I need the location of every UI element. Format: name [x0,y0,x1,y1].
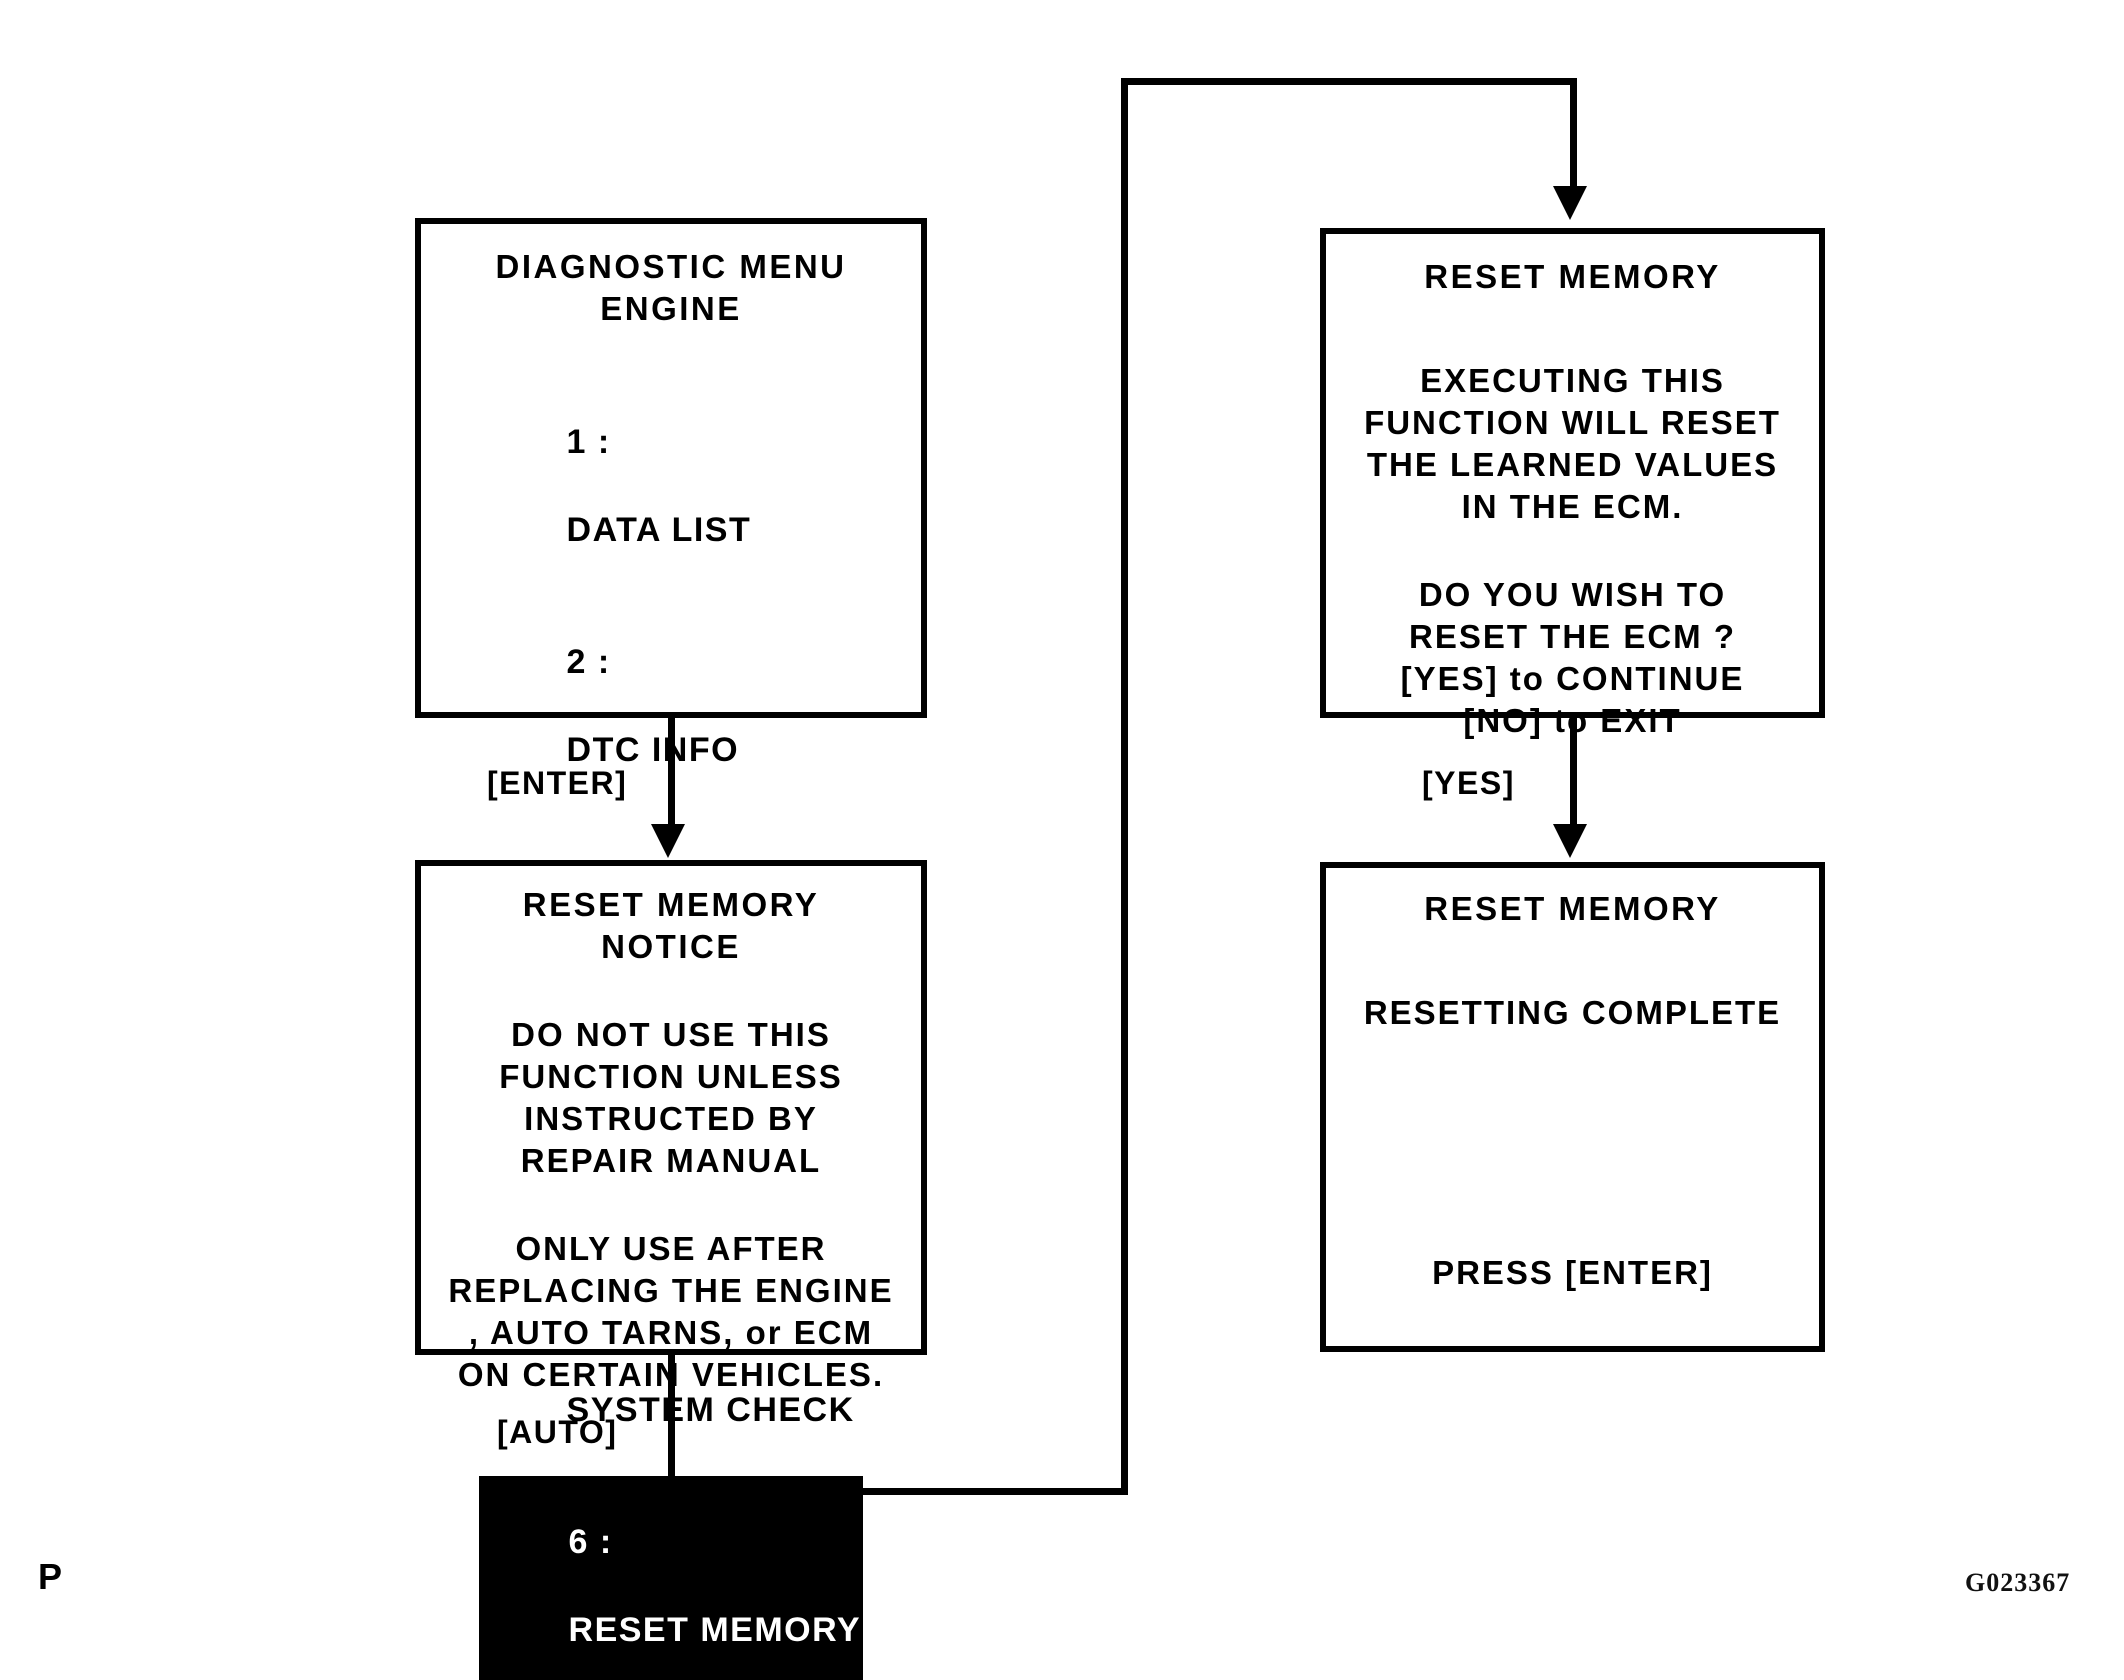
notice-para1-line3: INSTRUCTED BY [524,1100,818,1137]
menu-item-data-list[interactable]: 1 : DATA LIST [479,376,863,596]
confirm-yes-option[interactable]: [YES] to CONTINUE [1400,660,1745,697]
menu-item-reset-memory-selected[interactable]: 6 : RESET MEMORY [478,1476,864,1680]
page-mark: P [38,1556,63,1597]
menu-item-number: 6 : [568,1523,613,1561]
menu-item-label: RESET MEMORY [568,1611,862,1649]
menu-item-label: DATA LIST [566,511,752,549]
confirm-para1-line1: EXECUTING THIS [1420,362,1725,399]
screen-reset-memory-notice: RESET MEMORY NOTICE DO NOT USE THIS FUNC… [415,860,927,1393]
menu-item-label: SYSTEM CHECK [566,1391,855,1429]
auto-connector-segment-right [668,1488,1128,1495]
confirm-question-line1: DO YOU WISH TO [1418,576,1727,613]
yes-edge-label: [YES] [1422,765,1515,801]
notice-para2-line1: ONLY USE AFTER [515,1230,827,1267]
notice-title-line2: NOTICE [601,928,741,965]
confirm-para1-line2: FUNCTION WILL RESET [1364,404,1781,441]
enter-edge-label: [ENTER] [487,765,628,801]
menu-item-dtc-info[interactable]: 2 : DTC INFO [479,596,863,816]
auto-connector-segment-down [668,1355,675,1495]
menu-item-label: DTC INFO [566,731,740,769]
auto-connector-segment-enter-box3 [1570,78,1577,188]
complete-prompt: PRESS [ENTER] [1432,1254,1713,1291]
notice-title-line1: RESET MEMORY [522,886,820,923]
screen-reset-memory-confirm: RESET MEMORY EXECUTING THIS FUNCTION WIL… [1320,228,1825,739]
notice-para1-line1: DO NOT USE THIS [511,1016,831,1053]
complete-title: RESET MEMORY [1424,890,1721,927]
auto-connector-segment-top [1121,78,1577,85]
diagnostic-menu-title-line2: ENGINE [600,290,742,327]
complete-status: RESETTING COMPLETE [1363,994,1782,1031]
enter-connector-arrowhead [651,824,685,858]
yes-connector-line [1570,718,1577,826]
figure-code: G023367 [1965,1568,2071,1597]
confirm-title: RESET MEMORY [1424,258,1721,295]
screen-diagnostic-menu: DIAGNOSTIC MENU ENGINE 1 : DATA LIST 2 :… [415,218,927,1680]
notice-para2-line2: REPLACING THE ENGINE [448,1272,894,1309]
notice-para1-line4: REPAIR MANUAL [520,1142,822,1179]
confirm-question-line2: RESET THE ECM ? [1408,618,1737,655]
enter-connector-line [668,718,675,826]
menu-item-number: 2 : [566,643,611,681]
confirm-para1-line3: THE LEARNED VALUES [1366,446,1779,483]
confirm-para1-line4: IN THE ECM. [1461,488,1684,525]
diagnostic-menu-title-line1: DIAGNOSTIC MENU [495,248,847,285]
notice-para1-line2: FUNCTION UNLESS [499,1058,843,1095]
auto-connector-arrowhead [1553,186,1587,220]
auto-edge-label: [AUTO] [497,1414,618,1450]
notice-para2-line3: , AUTO TARNS, or ECM [468,1314,874,1351]
yes-connector-arrowhead [1553,824,1587,858]
auto-connector-segment-up [1121,78,1128,1495]
menu-item-number: 1 : [566,423,611,461]
screen-reset-memory-complete: RESET MEMORY RESETTING COMPLETE PRESS [E… [1320,862,1825,1352]
